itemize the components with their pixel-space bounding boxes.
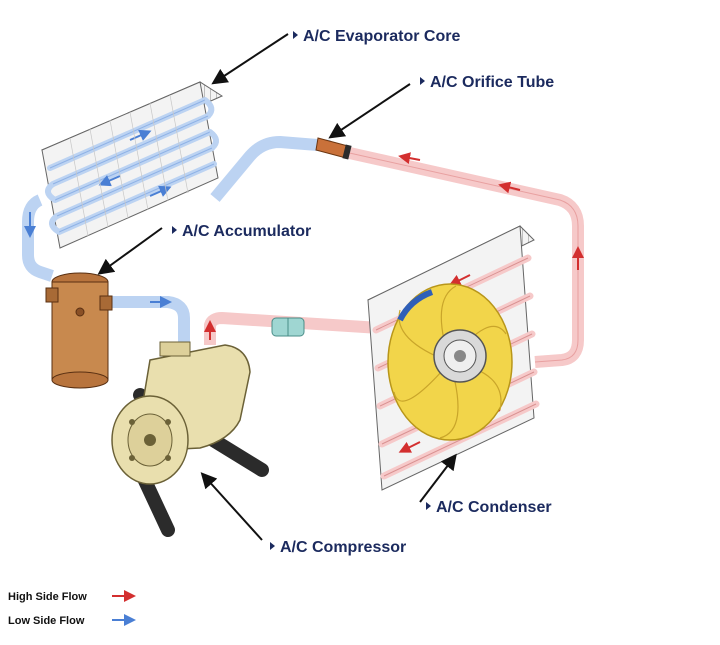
orifice-tube [315, 137, 352, 160]
orifice-label: A/C Orifice Tube [430, 74, 554, 91]
label-condenser: A/C Condenser [419, 453, 552, 516]
evaporator-label: A/C Evaporator Core [303, 28, 460, 45]
evaporator-core [40, 81, 224, 249]
legend-high-label: High Side Flow [8, 591, 87, 603]
high-side-pipe [204, 146, 584, 368]
flow-arrow [498, 181, 521, 194]
legend-low-label: Low Side Flow [8, 615, 85, 627]
accumulator [45, 272, 113, 389]
condenser-label: A/C Condenser [436, 499, 552, 516]
legend: High Side Flow Low Side Flow [8, 590, 136, 627]
flow-arrow [398, 152, 421, 165]
label-evaporator: A/C Evaporator Core [211, 28, 460, 85]
line-fitting [271, 317, 305, 337]
accumulator-label: A/C Accumulator [182, 223, 311, 240]
compressor [111, 341, 269, 537]
cooling-fan [387, 283, 513, 441]
label-accumulator: A/C Accumulator [97, 223, 311, 275]
compressor-label: A/C Compressor [280, 539, 406, 556]
label-orifice: A/C Orifice Tube [328, 74, 554, 139]
low-side-pipe [22, 136, 331, 345]
label-compressor: A/C Compressor [200, 472, 406, 556]
